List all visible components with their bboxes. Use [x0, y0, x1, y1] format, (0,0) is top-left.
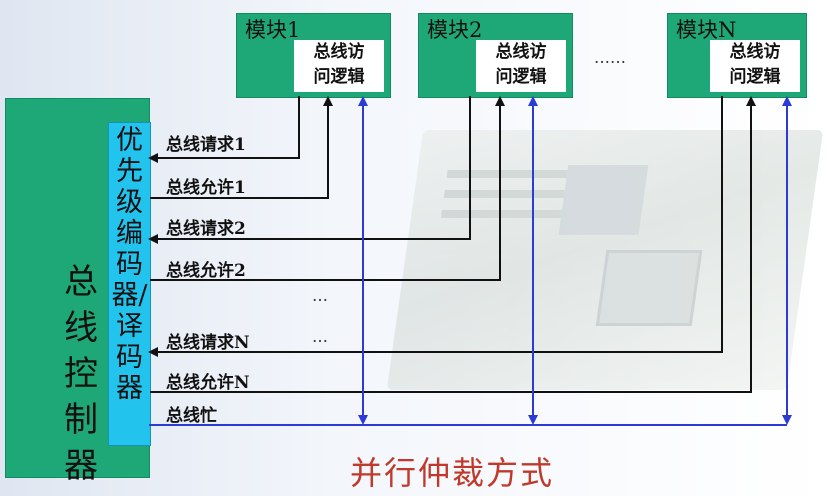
signal-req2: 总线请求2 [166, 219, 246, 239]
module-2-logic-line2: 问逻辑 [495, 67, 547, 87]
grant1-line [150, 96, 333, 199]
module-2-logic-line1: 总线访 [495, 42, 547, 62]
req1-line [148, 96, 300, 163]
module-1-logic-line2: 问逻辑 [313, 67, 365, 87]
module-n-logic-line1: 总线访 [729, 42, 781, 62]
module-n-logic-line2: 问逻辑 [729, 67, 781, 87]
signal-grantN: 总线允许N [166, 373, 250, 393]
signal-busy: 总线忙 [166, 406, 217, 426]
module-n: 模块N 总线访 问逻辑 [667, 13, 807, 98]
module-n-title: 模块N [676, 18, 737, 42]
bus-controller-label: 总线控制器 [64, 262, 98, 486]
priority-encoder-decoder: 优先级编码器/译码器 [108, 122, 151, 446]
grantN-line [150, 96, 756, 393]
module-2: 模块2 总线访 问逻辑 [418, 13, 573, 98]
diagram-caption: 并行仲裁方式 [350, 454, 555, 492]
module-gap-ellipsis: …… [594, 48, 626, 67]
module-1-title: 模块1 [245, 18, 301, 42]
module-1: 模块1 总线访 问逻辑 [236, 13, 391, 98]
signal-ellipsis-2: … [312, 327, 328, 346]
module-2-title: 模块2 [427, 18, 483, 42]
encoder-label: 优先级编码器/译码器 [111, 125, 148, 404]
req2-line [148, 96, 471, 244]
module-1-bus-access-logic: 总线访 问逻辑 [294, 40, 384, 92]
grant2-line [150, 96, 505, 281]
signal-grant2: 总线允许2 [166, 261, 246, 281]
module-2-bus-access-logic: 总线访 问逻辑 [476, 40, 566, 92]
module-n-bus-access-logic: 总线访 问逻辑 [710, 40, 800, 92]
signal-reqN: 总线请求N [166, 333, 250, 353]
reqN-line [148, 96, 723, 357]
signal-ellipsis-1: … [312, 286, 328, 305]
signal-req1: 总线请求1 [166, 135, 246, 155]
module-1-logic-line1: 总线访 [313, 42, 365, 62]
signal-grant1: 总线允许1 [166, 178, 246, 198]
